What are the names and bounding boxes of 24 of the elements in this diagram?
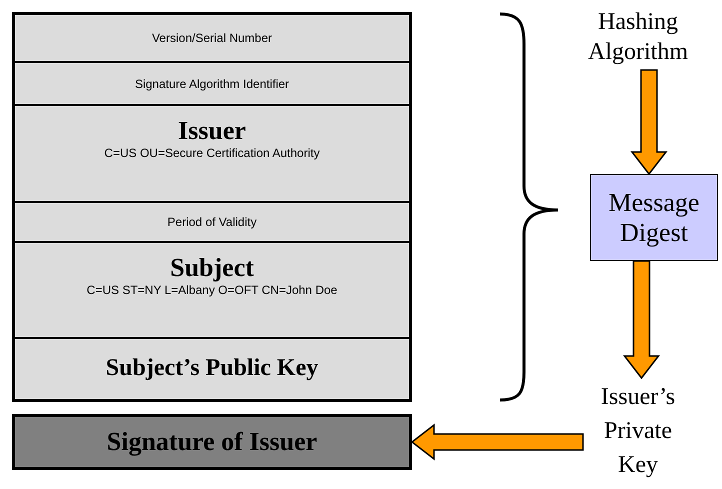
field-label: Period of Validity	[167, 215, 257, 229]
step-label: Message Digest	[608, 188, 700, 248]
arrow	[622, 260, 660, 380]
certificate-field	[15, 63, 409, 104]
field-value: C=US OU=Secure Certification Authority	[104, 146, 320, 160]
field-label: Signature Algorithm Identifier	[134, 76, 290, 90]
arrow	[630, 69, 668, 176]
field-heading: Signature of Issuer	[106, 427, 318, 457]
certificate-field	[15, 15, 409, 61]
step-label: Hashing Algorithm	[587, 8, 689, 67]
step-label: Issuer’s Private Key	[600, 383, 676, 480]
certificate-field	[15, 339, 409, 399]
certificate-frame	[12, 12, 412, 402]
certificate-field	[15, 243, 409, 337]
field-heading: Subject	[170, 253, 254, 283]
certificate-field	[15, 203, 409, 241]
certificate-field	[15, 106, 409, 201]
field-label: Version/Serial Number	[152, 31, 272, 45]
arrow	[410, 423, 584, 461]
field-value: C=US ST=NY L=Albany O=OFT CN=John Doe	[86, 282, 338, 297]
signature-box	[12, 414, 412, 470]
process-box	[590, 174, 718, 261]
field-heading: Subject’s Public Key	[106, 355, 318, 383]
field-heading: Issuer	[178, 116, 246, 146]
